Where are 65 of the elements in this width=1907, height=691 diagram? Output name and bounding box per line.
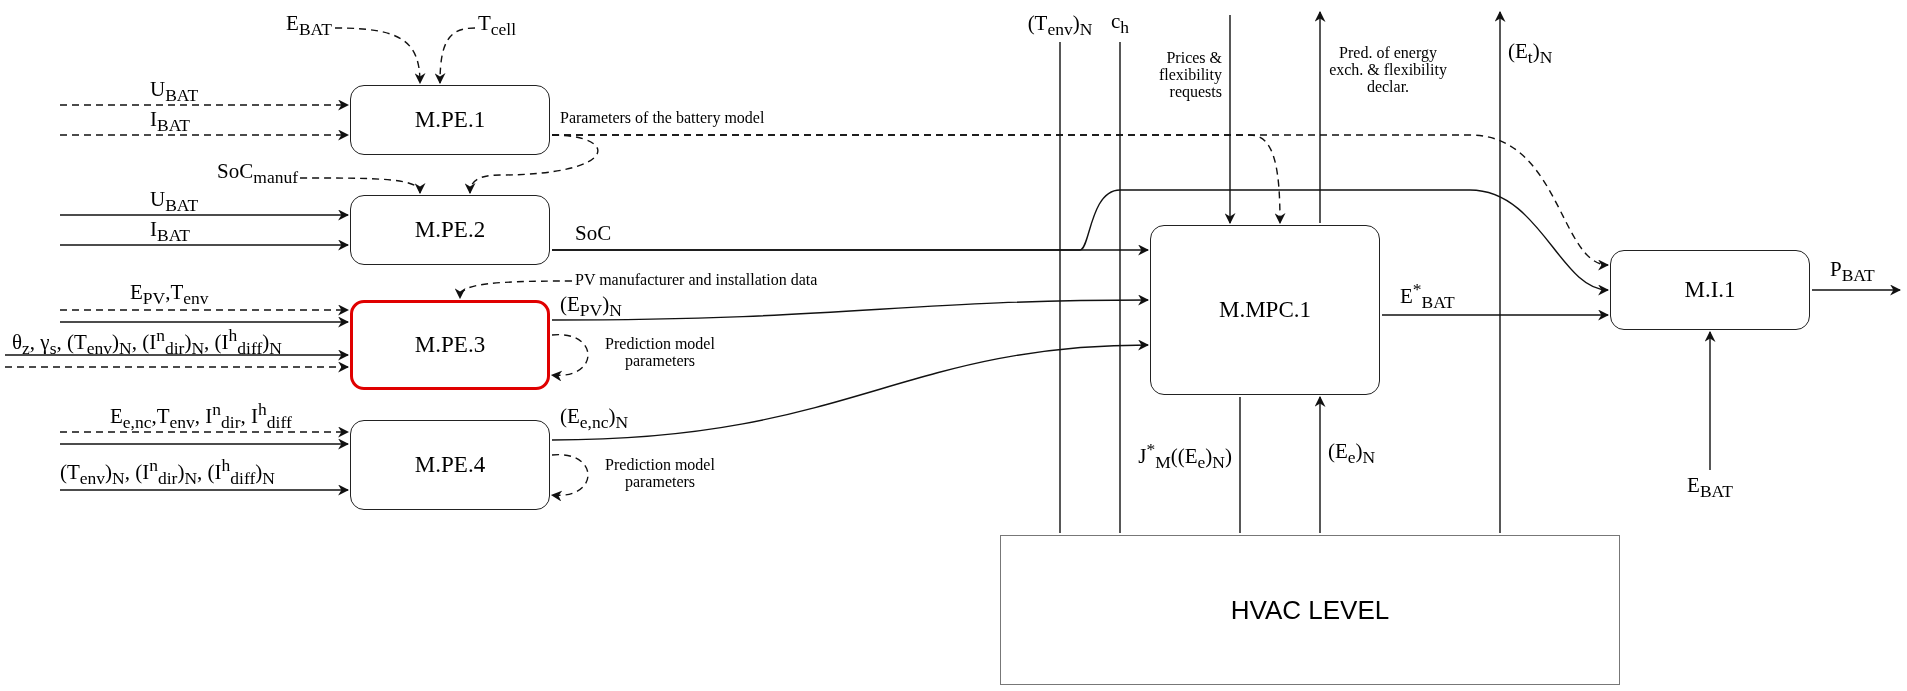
arrow [59,129,350,141]
module-box: M.PE.4 [350,420,550,510]
signal-label: (T$_{env}$)$_{N}$ [1027,12,1093,39]
connector-line [1059,41,1061,534]
arrow [59,239,350,251]
signal-label: (T$_{env}$)$_{N}$, (I$^{n}$$_{dir}$)$_{N}$, (I$^{h}$$_{diff}$)$_{N}$ [60,456,275,488]
arrow [4,349,350,361]
connector-line [1239,396,1241,534]
arrow [59,426,350,438]
arrow [59,438,350,450]
arrow [1811,284,1902,296]
arrow [1224,14,1236,225]
arrow [1704,330,1716,471]
signal-label: U$_{BAT}$ [150,78,199,105]
signal-label: PV manufacturer and installation data [575,272,818,289]
module-box: HVAC LEVEL [1000,535,1620,685]
arrow [551,189,1610,294]
arrow [59,484,350,496]
signal-label: c$_{h}$ [1110,10,1130,37]
signal-label: I$_{BAT}$ [150,108,191,135]
signal-label: Parameters of the battery model [560,110,765,127]
arrow [465,134,599,195]
signal-label: (E$_{e}$)$_{N}$ [1328,440,1376,467]
signal-label: Prices & flexibility requests [1157,50,1222,101]
arrow [59,316,350,328]
signal-label: J$^{*}$$_{M}$((E$_{e}$)$_{N}$) [1138,440,1232,472]
module-box: M.PE.3 [350,300,550,390]
arrow [1381,309,1610,321]
signal-label: θ$_{z}$, γ$_{s}$, (T$_{env}$)$_{N}$, (I$^{n}$$_{dir}$)$_{N}$, (I$^{h}$$_{diff}$)$_{N}$ [12,326,282,358]
arrow [59,304,350,316]
signal-label: SoC [575,222,612,245]
signal-label: P$_{BAT}$ [1830,258,1875,285]
arrow [1314,395,1326,534]
signal-label: SoC$_{manuf}$ [217,160,298,187]
signal-label: U$_{BAT}$ [150,188,199,215]
signal-label: Prediction model parameters [604,457,716,491]
arrow [550,334,589,381]
signal-label: E$_{BAT}$ [1687,474,1733,501]
arrow [551,294,1150,321]
signal-label: (E$_{t}$)$_{N}$ [1508,40,1553,67]
signal-label: Prediction model parameters [604,336,716,370]
arrow [1314,10,1326,224]
arrow [551,134,1610,269]
signal-label: (E$_{PV}$)$_{N}$ [560,293,622,320]
arrow [434,27,476,85]
arrow [550,454,589,501]
arrow [334,27,426,85]
module-box: M.PE.2 [350,195,550,265]
connector-line [1119,41,1121,534]
arrow [456,280,573,300]
signal-label: E$_{BAT}$ [286,12,332,39]
signal-label: Pred. of energy exch. & flexibility declar. [1328,45,1448,96]
signal-label: E$_{PV}$,T$_{env}$ [130,281,209,308]
arrow [59,209,350,221]
arrow [551,339,1150,441]
arrow [4,361,350,373]
signal-label: I$_{BAT}$ [150,218,191,245]
module-box: M.I.1 [1610,250,1810,330]
arrow [1494,10,1506,534]
arrow [59,99,350,111]
signal-label: T$_{cell}$ [478,12,517,39]
module-box: M.MPC.1 [1150,225,1380,395]
signal-label: (E$_{e,nc}$)$_{N}$ [560,405,629,432]
arrow [299,177,423,195]
module-box: M.PE.1 [350,85,550,155]
